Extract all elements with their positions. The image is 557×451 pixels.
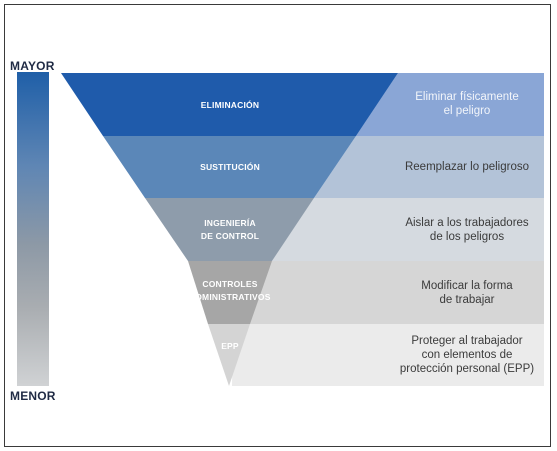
description-administrativos: Modificar la forma de trabajar [421,280,513,306]
level-label-epp: EPP [221,341,239,351]
description-eliminacion: Eliminar físicamente el peligro [415,91,519,117]
description-ingenieria: Aislar a los trabajadores de los peligro… [405,217,529,243]
description-band-4 [233,261,544,324]
description-band-3 [272,198,544,261]
description-band-2 [314,136,544,198]
scale-top-label: MAYOR [10,59,55,73]
level-label-sustitucion: SUSTITUCIÓN [200,162,260,172]
level-label-administrativos: CONTROLES ADMINISTRATIVOS [189,279,271,302]
level-band-3 [145,198,314,261]
level-band-2 [103,136,356,198]
description-band-5 [232,324,544,386]
description-sustitucion: Reemplazar lo peligroso [404,161,529,173]
level-band-1 [61,73,398,136]
description-band-1 [356,73,544,136]
level-band-4 [188,261,272,324]
scale-gradient-bar [17,72,49,386]
level-label-eliminacion: ELIMINACIÓN [200,100,260,110]
level-band-5 [208,324,250,386]
scale-bottom-label: MENOR [10,389,56,403]
description-epp: Proteger al trabajador con elementos de … [399,335,535,375]
level-label-ingenieria: INGENIERÍA DE CONTROL [200,218,260,241]
